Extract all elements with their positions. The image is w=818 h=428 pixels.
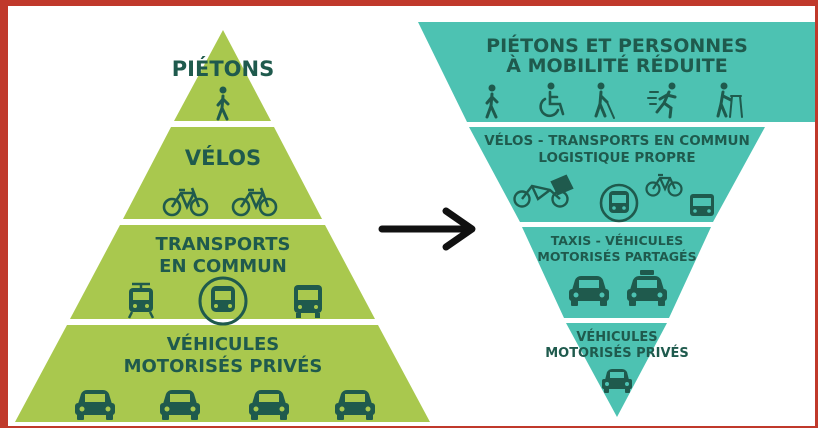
right-tier-1-line-2: À MOBILITÉ RÉDUITE xyxy=(506,54,727,77)
walker-icon xyxy=(716,82,743,118)
left-tier-1-shape xyxy=(174,30,271,121)
right-tier-4-line-2: MOTORISÉS PRIVÉS xyxy=(545,345,689,361)
right-arrow-icon xyxy=(378,207,476,251)
car-icon xyxy=(75,390,115,420)
tram-icon xyxy=(127,282,155,319)
right-tier-2-line-1: VÉLOS - TRANSPORTS EN COMMUN xyxy=(484,132,750,149)
bus-icon xyxy=(690,194,714,216)
bicycle-icon xyxy=(231,187,278,217)
metro-icon xyxy=(198,276,248,326)
right-tier-2-line-2: LOGISTIQUE PROPRE xyxy=(538,150,695,166)
blind-cane-icon xyxy=(594,82,615,119)
wheelchair-icon xyxy=(539,82,565,117)
left-tier-4-line-2: MOTORISÉS PRIVÉS xyxy=(124,355,323,377)
right-tier-4-line-1: VÉHICULES xyxy=(576,329,657,345)
left-tier-3-line-1: TRANSPORTS xyxy=(156,234,291,255)
left-tier-3-line-2: EN COMMUN xyxy=(159,256,287,277)
bus-icon xyxy=(294,285,322,318)
left-pyramid xyxy=(15,30,430,422)
car-icon xyxy=(160,390,200,420)
car-icon xyxy=(602,369,632,393)
car-icon xyxy=(249,390,289,420)
car-icon xyxy=(335,390,375,420)
right-tier-1-line-1: PIÉTONS ET PERSONNES xyxy=(486,34,748,57)
taxi-icon xyxy=(627,270,667,306)
cargo-bike-icon xyxy=(513,174,574,208)
right-tier-3-line-1: TAXIS - VÉHICULES xyxy=(551,233,684,248)
left-tier-4-shape xyxy=(15,325,430,422)
bicycle-icon xyxy=(162,187,209,217)
metro-icon xyxy=(599,183,639,223)
pedestrian-icon xyxy=(216,86,230,121)
runner-icon xyxy=(647,82,677,119)
bicycle-icon xyxy=(645,173,683,197)
left-tier-2-line-1: VÉLOS xyxy=(185,145,261,170)
pedestrian-icon xyxy=(485,84,499,119)
left-tier-2-shape xyxy=(123,127,322,219)
car-icon xyxy=(569,276,609,306)
right-tier-1-shape xyxy=(418,22,815,122)
left-tier-4-line-1: VÉHICULES xyxy=(167,333,280,355)
right-tier-3-line-2: MOTORISÉS PARTAGÉS xyxy=(537,249,696,264)
left-tier-1-line-1: PIÉTONS xyxy=(172,56,274,81)
